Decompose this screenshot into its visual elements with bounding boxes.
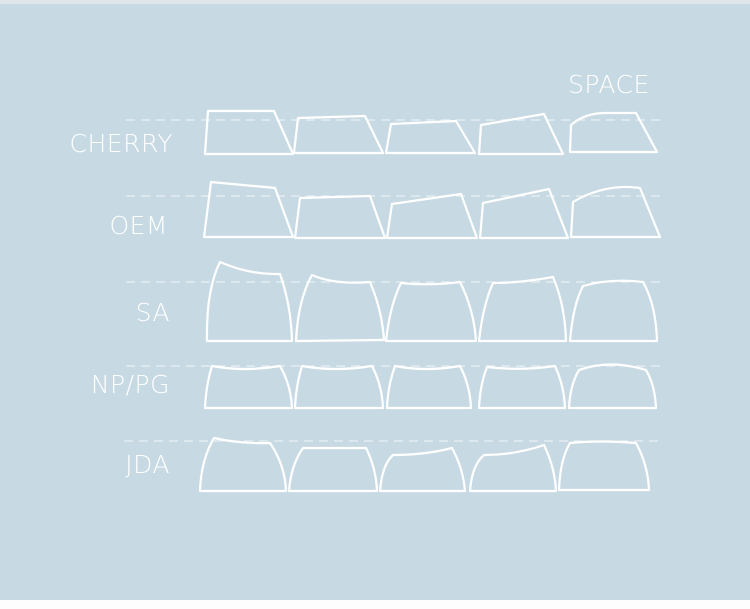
- profile-label-jda: JDA: [125, 450, 170, 479]
- top-border: [0, 0, 750, 4]
- keycap-cherry-r2: [292, 114, 385, 155]
- keycap-cherry-r1: [203, 109, 295, 156]
- keycap-sa-r2: [294, 273, 386, 343]
- keycap-cherry-space: [568, 111, 659, 154]
- keycap-sa-r4: [477, 275, 568, 343]
- keycap-np-pg-space: [567, 363, 658, 410]
- profile-label-oem: OEM: [109, 211, 168, 240]
- keycap-jda-r2: [287, 446, 379, 493]
- keycap-oem-r3: [385, 192, 479, 240]
- keycap-sa-r3: [384, 280, 478, 343]
- keycap-sa-r1: [205, 260, 294, 343]
- np-pg-keycaps: [203, 363, 658, 410]
- profile-label-cherry: CHERRY: [69, 129, 173, 158]
- keycap-jda-space: [557, 440, 651, 492]
- keycap-np-pg-r3: [385, 364, 473, 410]
- keycap-np-pg-r2: [293, 364, 385, 410]
- keycap-oem-r4: [478, 187, 570, 240]
- oem-keycaps: [202, 180, 662, 240]
- keycap-np-pg-r1: [203, 364, 294, 410]
- profile-label-sa: SA: [135, 298, 170, 327]
- keycap-np-pg-r4: [477, 364, 567, 410]
- keycap-jda-r1: [198, 436, 288, 493]
- keycap-cherry-r4: [477, 112, 565, 156]
- keycap-oem-space: [569, 185, 662, 239]
- keycap-jda-r3: [378, 446, 467, 493]
- diagram-background: [0, 4, 750, 600]
- cherry-keycaps: [203, 109, 659, 156]
- keycap-oem-r1: [202, 180, 295, 239]
- profile-label-np-pg: NP/PG: [90, 370, 170, 399]
- space-column-label: SPACE: [568, 70, 650, 99]
- keycap-sa-space: [568, 279, 659, 343]
- keycap-oem-r2: [293, 194, 387, 240]
- keycap-cherry-r3: [384, 119, 477, 155]
- keycap-jda-r4: [468, 443, 558, 493]
- sa-keycaps: [205, 260, 659, 343]
- jda-keycaps: [198, 436, 651, 493]
